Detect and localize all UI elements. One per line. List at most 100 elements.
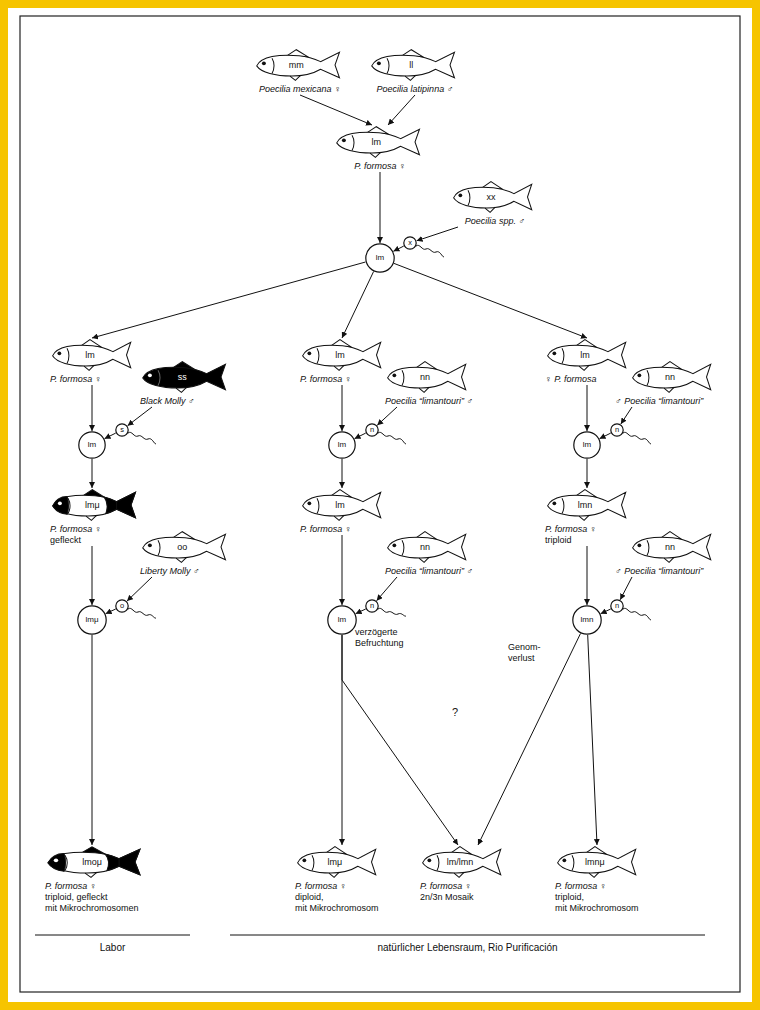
genotype-text: xx <box>470 180 513 214</box>
fish-gill <box>317 498 319 513</box>
fish-fin <box>454 872 464 877</box>
fish-spot <box>48 854 66 872</box>
fish-node: lmP. formosa ♀ <box>324 125 436 172</box>
genotype-text: lm <box>564 338 607 372</box>
connector-arrow <box>105 433 116 439</box>
sperm-head: n <box>610 599 624 613</box>
fish-eye <box>427 858 431 862</box>
fish-fin <box>86 515 97 520</box>
connector-arrow <box>106 609 116 614</box>
species-label: P. formosa ♀ <box>300 524 392 535</box>
genotype-text: lmn <box>564 488 607 522</box>
fish-node: nn ♂ Poecilia “limantouri” <box>615 530 729 577</box>
fish-node: lmP. formosa ♀ <box>300 338 392 385</box>
connector-arrow <box>342 535 343 605</box>
fish-gill <box>647 370 649 385</box>
fish-figure: lmμ <box>295 845 380 879</box>
genotype-text: lm <box>573 431 601 459</box>
fish-eye <box>458 193 462 197</box>
fish-fin <box>405 75 416 80</box>
fish-eye <box>392 543 396 547</box>
fish-fin <box>664 557 674 562</box>
species-label: Poecilia “limantouri” ♂ <box>385 396 497 407</box>
sperm-tails <box>128 245 651 620</box>
fish-eye <box>377 61 381 65</box>
species-label: ♂ Poecilia “limantouri” <box>615 566 729 577</box>
connector-arrow <box>127 577 152 601</box>
connector-arrow <box>92 385 93 431</box>
connector-arrow <box>356 609 366 614</box>
fish-gill <box>402 540 404 555</box>
fish-figure: ss <box>140 360 230 394</box>
fish-eye <box>552 501 556 505</box>
fish-gill <box>158 540 160 555</box>
fish-figure: lm <box>50 338 135 372</box>
cell-circle <box>611 424 623 436</box>
connector-arrow <box>342 385 343 431</box>
fish-node: mmPoecilia mexicana ♀ <box>244 48 356 95</box>
fish-gill <box>317 348 319 363</box>
fish-spot <box>53 497 69 515</box>
section-rule <box>35 935 190 936</box>
species-label: P. formosa ♀ <box>295 881 407 892</box>
fish-gill <box>158 370 160 385</box>
connector-arrow <box>478 634 581 846</box>
species-label: P. formosa ♀ <box>555 881 677 892</box>
sperm-head: n <box>365 599 379 613</box>
genotype-text: lmμ <box>77 605 107 635</box>
sperm-tail <box>623 432 651 444</box>
fish-node: lm/lmnP. formosa ♀2n/3n Mosaik <box>420 845 522 903</box>
fish-eye <box>307 351 311 355</box>
genotype-text: lm <box>327 605 357 635</box>
species-label: mit Mikrochromosom <box>555 903 677 914</box>
fish-fin <box>579 515 589 520</box>
sperm-tail <box>128 608 156 618</box>
fish-eye <box>562 858 566 862</box>
egg-cell: lmn <box>572 605 602 635</box>
fish-gill <box>562 348 564 363</box>
fish-eye <box>302 858 306 862</box>
connector-arrow <box>92 459 93 488</box>
genotype-text: o <box>115 599 129 613</box>
egg-cell: lm <box>328 431 356 459</box>
fish-node: lm P. formosa ♀ <box>300 488 392 535</box>
fish-gill <box>352 135 354 150</box>
fish-figure: lmμ <box>50 488 140 522</box>
fish-spot <box>105 854 119 871</box>
fish-fin <box>290 75 301 80</box>
sperm-head: o <box>115 599 129 613</box>
fish-eye <box>342 138 346 142</box>
species-label: triploid, gefleckt <box>45 892 167 903</box>
fish-gill <box>572 855 574 870</box>
section-rule <box>230 935 705 936</box>
genotype-text: lmnμ <box>574 845 617 879</box>
sperm-tail <box>128 432 156 444</box>
fish-fin <box>370 152 381 157</box>
fish-fin <box>329 872 339 877</box>
cell-circle <box>79 432 105 458</box>
connector-arrow <box>393 246 403 251</box>
fish-figure: lm <box>300 338 385 372</box>
fish-gill <box>387 58 389 73</box>
fish-gill <box>402 370 404 385</box>
connector-arrow <box>601 609 611 614</box>
species-label: Poecilia latipinna ♂ <box>359 84 471 95</box>
fish-fin <box>176 387 187 392</box>
genotype-text: nn <box>649 530 692 564</box>
egg-cell: lm <box>78 431 106 459</box>
fish-spot <box>104 497 117 514</box>
fish-figure: nn <box>385 360 470 394</box>
genotype-text: x <box>403 236 417 250</box>
fish-gill <box>647 540 649 555</box>
species-label: P. formosa ♀ <box>45 881 167 892</box>
cell-circle <box>573 606 601 634</box>
genotype-text: lm <box>319 488 362 522</box>
genotype-text: nn <box>404 530 447 564</box>
fish-figure: xx <box>451 180 536 214</box>
fish-node: llPoecilia latipinna ♂ <box>359 48 471 95</box>
fish-figure: nn <box>630 530 715 564</box>
connector-arrow <box>588 635 597 845</box>
spotted-fish-node: lmμP. formosa ♀gefleckt <box>50 488 142 546</box>
connector-arrow <box>355 433 366 439</box>
